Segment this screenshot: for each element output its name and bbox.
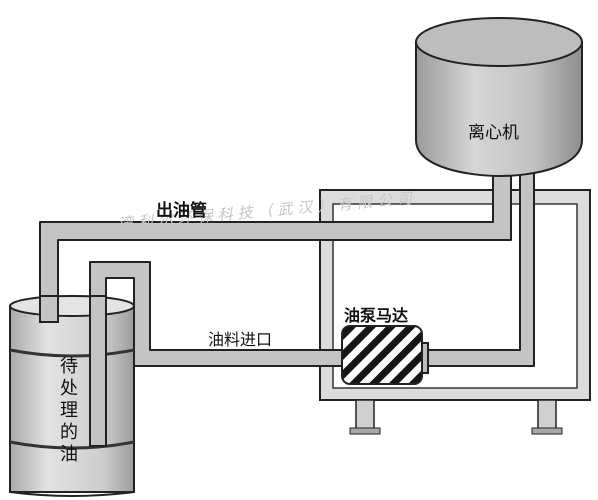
oil-pump-motor [341,325,429,385]
oil-pump-motor-label: 油泵马达 [344,306,409,325]
centrifuge-label: 离心机 [468,123,519,143]
outlet-pipe-stub [39,295,59,323]
centrifuge [415,17,583,178]
oil-inlet-label: 油料进口 [208,330,273,349]
inlet-pipe-stub [89,295,107,447]
oil-outlet-pipe-label: 出油管 [156,201,207,221]
oil-to-treat-label: 待处理的油 [60,356,78,465]
